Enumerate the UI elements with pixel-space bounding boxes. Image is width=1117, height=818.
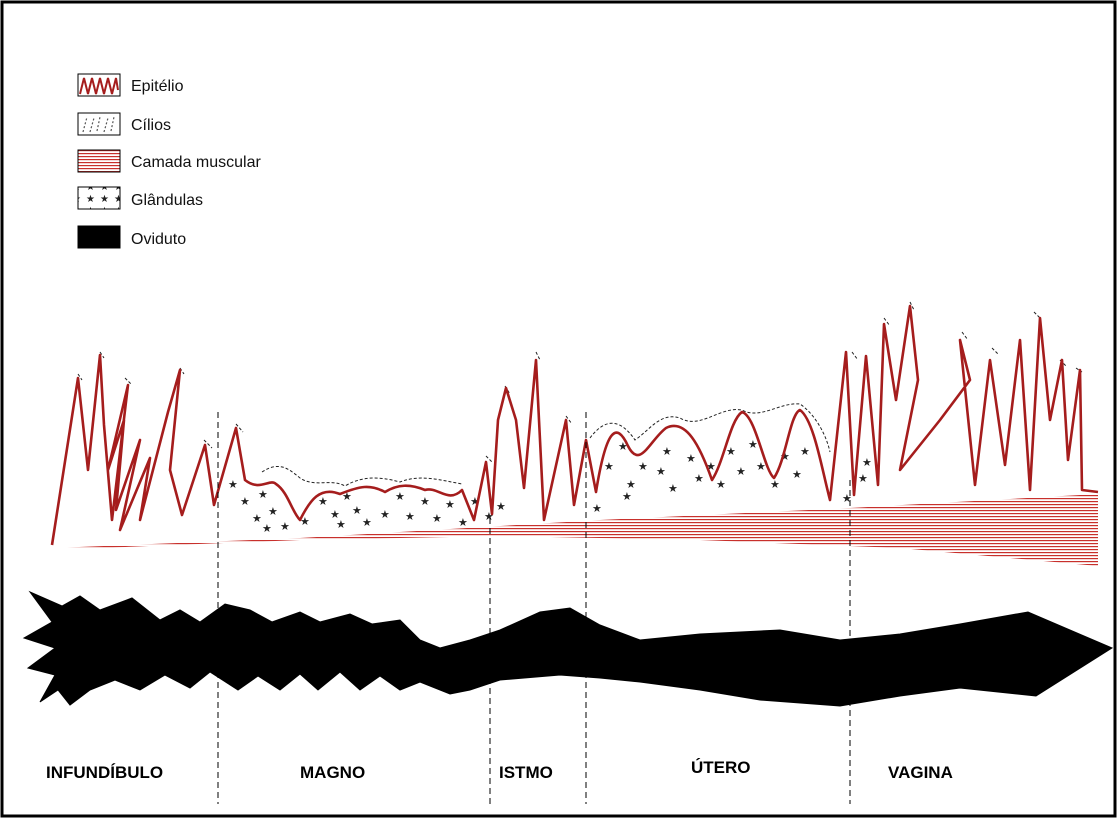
svg-text:★: ★ [496, 500, 506, 513]
svg-text:★: ★ [662, 445, 672, 458]
svg-text:★: ★ [352, 504, 362, 517]
legend-swatch-cilios [77, 112, 121, 136]
legend-swatch-epitelio [77, 73, 121, 97]
svg-text:★: ★ [842, 492, 852, 505]
svg-text:★: ★ [458, 516, 468, 529]
svg-text:★: ★ [280, 520, 290, 533]
svg-text:★: ★ [800, 445, 810, 458]
svg-text:★: ★ [405, 510, 415, 523]
svg-text:★: ★ [342, 490, 352, 503]
svg-text:★: ★ [300, 515, 310, 528]
legend-label-muscular: Camada muscular [131, 154, 262, 171]
legend-label-glandulas: Glândulas [131, 192, 203, 209]
legend-swatch-glandulas [77, 186, 121, 210]
legend-label-oviduto: Oviduto [131, 231, 186, 248]
svg-text:★: ★ [862, 456, 872, 469]
region-label-utero: ÚTERO [691, 758, 751, 777]
svg-text:★: ★ [622, 490, 632, 503]
region-label-istmo: ISTMO [499, 763, 553, 782]
svg-text:★: ★ [770, 478, 780, 491]
svg-text:★: ★ [694, 472, 704, 485]
svg-text:★: ★ [716, 478, 726, 491]
svg-text:★: ★ [626, 478, 636, 491]
svg-text:★: ★ [395, 490, 405, 503]
svg-text:★: ★ [362, 516, 372, 529]
svg-text:★: ★ [792, 468, 802, 481]
svg-text:★: ★ [748, 438, 758, 451]
svg-text:★: ★ [656, 465, 666, 478]
oviduct [22, 590, 1114, 707]
glands: ★★★ ★★★ ★★★ ★★★ ★★★ ★★★ ★★★ ★★★ ★★★ ★★★ … [228, 438, 872, 535]
svg-text:★: ★ [252, 512, 262, 525]
epithelium [50, 304, 1099, 546]
region-label-vagina: VAGINA [888, 763, 953, 782]
svg-text:★: ★ [268, 505, 278, 518]
svg-text:★: ★ [604, 460, 614, 473]
svg-text:★: ★ [780, 450, 790, 463]
svg-text:★: ★ [638, 460, 648, 473]
svg-text:★: ★ [618, 440, 628, 453]
legend-label-epitelio: Epitélio [131, 78, 184, 95]
svg-text:★: ★ [432, 512, 442, 525]
svg-text:★: ★ [258, 488, 268, 501]
svg-text:★: ★ [240, 495, 250, 508]
svg-text:★: ★ [330, 508, 340, 521]
muscular-layer [55, 494, 1098, 566]
legend-label-cilios: Cílios [131, 117, 171, 134]
svg-text:★: ★ [262, 522, 272, 535]
svg-text:★: ★ [336, 518, 346, 531]
svg-text:★: ★ [484, 510, 494, 523]
svg-text:★: ★ [756, 460, 766, 473]
svg-text:★: ★ [380, 508, 390, 521]
svg-text:★: ★ [318, 495, 328, 508]
legend-swatch-muscular [77, 149, 121, 173]
svg-text:★: ★ [706, 460, 716, 473]
svg-text:★: ★ [228, 478, 238, 491]
svg-text:★: ★ [445, 498, 455, 511]
svg-text:★: ★ [736, 465, 746, 478]
svg-text:★: ★ [686, 452, 696, 465]
legend: Epitélio Cílios Camada muscular Glândula… [77, 73, 262, 249]
svg-text:★: ★ [420, 495, 430, 508]
cilia [77, 301, 1083, 487]
legend-swatch-oviduto [77, 225, 121, 249]
region-dividers [217, 412, 851, 804]
svg-text:★: ★ [726, 445, 736, 458]
svg-text:★: ★ [470, 495, 480, 508]
region-label-infundibulo: INFUNDÍBULO [46, 763, 163, 782]
svg-text:★: ★ [858, 472, 868, 485]
region-label-magno: MAGNO [300, 763, 365, 782]
svg-text:★: ★ [668, 482, 678, 495]
svg-text:★: ★ [592, 502, 602, 515]
